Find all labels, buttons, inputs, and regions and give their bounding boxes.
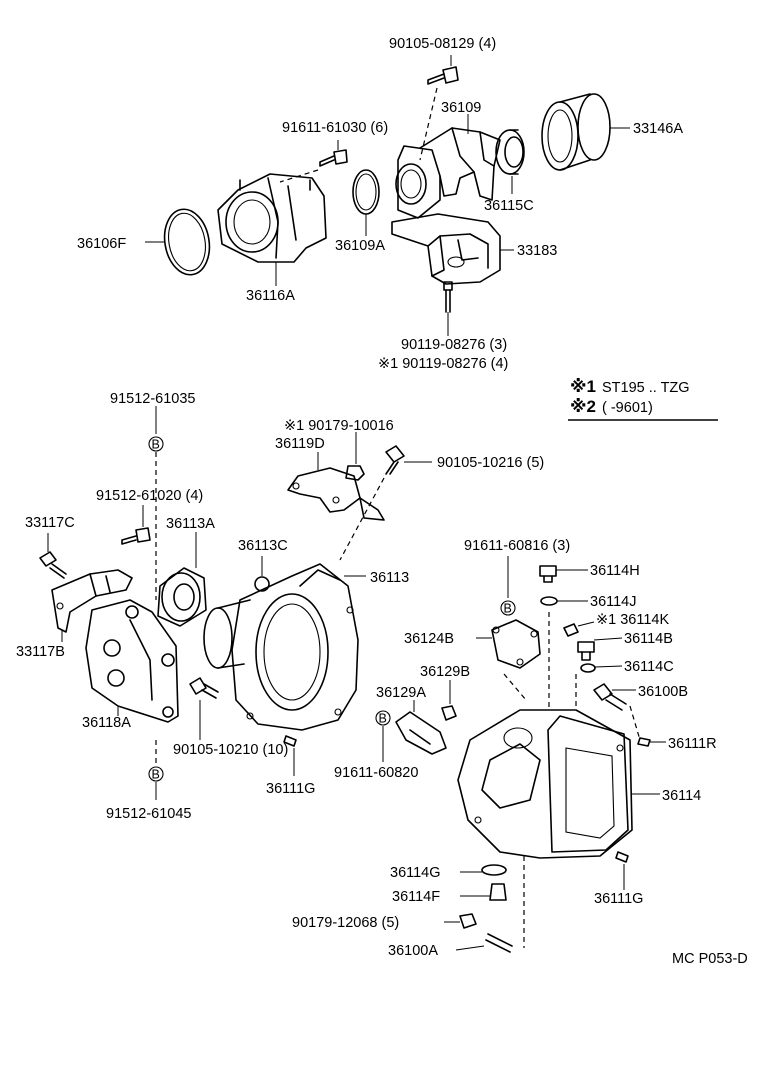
washer-36114G[interactable] (481, 864, 507, 876)
label-36124B: 36124B (404, 631, 454, 647)
label-36113A: 36113A (166, 516, 215, 532)
label-33117B: 33117B (16, 644, 65, 660)
transmission-mount-33183[interactable] (391, 213, 501, 285)
pin-36111G-left[interactable] (283, 735, 297, 747)
legend-box: ※1 ST195 .. TZG ※2 ( -9601) (568, 377, 718, 421)
label-36114F: 36114F (392, 889, 440, 905)
part-36129A[interactable] (395, 711, 447, 755)
bubble-b-right: B (500, 600, 516, 616)
label-36111R: 36111R (668, 736, 717, 752)
label-90179-10016: ※1 90179-10016 (284, 418, 394, 434)
label-33117C: 33117C (25, 515, 75, 531)
label-36116A: 36116A (246, 288, 295, 304)
ball-36113C[interactable] (254, 576, 270, 592)
svg-text:B: B (152, 768, 160, 782)
legend-note2-text: ( -9601) (602, 400, 653, 416)
part-36114K[interactable] (563, 623, 579, 637)
bolt-90105-10216[interactable] (385, 445, 405, 475)
bubble-b-lower: B (148, 766, 164, 782)
drawing-code: MC P053-D (672, 951, 748, 967)
label-90119-08276-note1: ※1 90119-08276 (4) (378, 356, 508, 372)
label-36119D: 36119D (275, 436, 325, 452)
extension-housing-36116A[interactable] (217, 173, 327, 263)
gasket-36114C[interactable] (580, 663, 596, 673)
label-36118A: 36118A (82, 715, 131, 731)
label-36114J: 36114J (590, 594, 637, 610)
bolt-33117C[interactable] (39, 551, 67, 579)
label-91512-61020: 91512-61020 (4) (96, 488, 203, 504)
label-90119-08276-std: 90119-08276 (3) (401, 337, 507, 353)
plug-36114F[interactable] (489, 883, 507, 901)
label-36111G-right: 36111G (594, 891, 643, 907)
svg-text:B: B (379, 712, 387, 726)
part-36129B[interactable] (441, 705, 457, 721)
label-36129A: 36129A (376, 685, 426, 701)
bolt-90119-08276[interactable] (443, 281, 453, 313)
sleeve-33146A[interactable] (541, 93, 611, 171)
gasket-36114J[interactable] (540, 596, 558, 606)
label-36114B: 36114B (624, 631, 673, 647)
release-bearing-36113A[interactable] (157, 567, 207, 627)
label-91611-61030: 91611-61030 (6) (282, 120, 388, 136)
label-36111G-left: 36111G (266, 781, 315, 797)
label-36114K: ※1 36114K (596, 612, 669, 628)
bolt-91512-61020[interactable] (121, 527, 151, 545)
label-91611-60820: 91611-60820 (334, 765, 418, 781)
bubble-b-upper: B (148, 436, 164, 452)
bolt-36100B[interactable] (593, 683, 627, 711)
label-90105-10210: 90105-10210 (10) (173, 742, 288, 758)
label-90179-12068: 90179-12068 (5) (292, 915, 399, 931)
seal-36115C[interactable] (495, 129, 525, 175)
transaxle-case-36113[interactable] (203, 563, 359, 731)
label-91611-60816: 91611-60816 (3) (464, 538, 570, 554)
legend-note1-text: ST195 .. TZG (602, 380, 690, 396)
o-ring-36109A[interactable] (352, 169, 380, 215)
svg-text:B: B (504, 602, 512, 616)
label-36106F: 36106F (77, 236, 126, 252)
legend-note1-mark: ※1 (570, 377, 596, 396)
label-36113C: 36113C (238, 538, 288, 554)
nut-90179-10016[interactable] (345, 465, 365, 481)
label-36129B: 36129B (420, 664, 470, 680)
legend-note2-mark: ※2 (570, 397, 596, 416)
label-36109: 36109 (441, 100, 481, 116)
pin-36111R[interactable] (637, 737, 651, 747)
stud-36100A[interactable] (485, 933, 513, 953)
label-36114: 36114 (662, 788, 701, 804)
label-90105-10216: 90105-10216 (5) (437, 455, 544, 471)
label-33146A: 33146A (633, 121, 683, 137)
nut-90179-12068[interactable] (459, 913, 477, 929)
bracket-36119D[interactable] (287, 467, 385, 521)
label-36114C: 36114C (624, 659, 674, 675)
extension-housing-36109[interactable] (395, 127, 501, 219)
label-91512-61035: 91512-61035 (110, 391, 195, 407)
transmission-case-36114[interactable] (457, 709, 633, 859)
pin-36111G-right[interactable] (615, 851, 629, 863)
label-36115C: 36115C (484, 198, 534, 214)
o-ring-36106F[interactable] (160, 206, 215, 279)
bolt-90105-08129[interactable] (427, 66, 459, 85)
bolt-91611-61030[interactable] (319, 149, 348, 167)
label-90105-08129: 90105-08129 (4) (389, 36, 496, 52)
label-33183: 33183 (517, 243, 557, 259)
bolt-90105-10210[interactable] (189, 677, 219, 699)
label-36114H: 36114H (590, 563, 640, 579)
bracket-plate-36118A[interactable] (85, 599, 179, 723)
label-36100A: 36100A (388, 943, 438, 959)
part-labels: 90105-08129 (4) 36109 33146A 91611-61030… (16, 36, 748, 967)
label-36109A: 36109A (335, 238, 385, 254)
plug-36114B[interactable] (577, 641, 595, 661)
svg-text:B: B (152, 438, 160, 452)
bubble-b-mid: B (375, 710, 391, 726)
label-36113: 36113 (370, 570, 409, 586)
cover-36124B[interactable] (491, 619, 541, 669)
label-36100B: 36100B (638, 684, 688, 700)
label-36114G: 36114G (390, 865, 441, 881)
label-91512-61045: 91512-61045 (106, 806, 191, 822)
bracket-33117B[interactable] (51, 569, 133, 633)
plug-36114H[interactable] (539, 565, 557, 583)
